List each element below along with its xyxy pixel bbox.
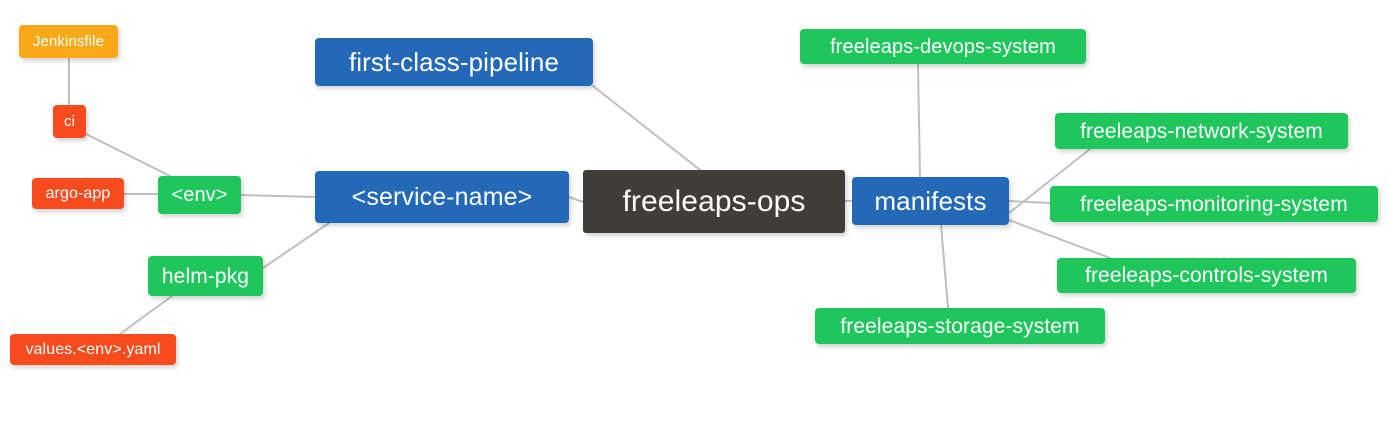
node-argo-app[interactable]: argo-app [32,178,124,209]
node-env[interactable]: <env> [158,176,241,214]
node-label: ci [63,113,76,130]
node-first-class-pipeline[interactable]: first-class-pipeline [315,38,593,86]
edge-manifests-to-freeleaps-monitoring-system [1008,200,1051,204]
node-freeleaps-network-system[interactable]: freeleaps-network-system [1055,113,1348,149]
node-freeleaps-monitoring-system[interactable]: freeleaps-monitoring-system [1050,186,1378,222]
edge-service-name-to-env [240,194,316,198]
node-freeleaps-devops-system[interactable]: freeleaps-devops-system [800,29,1086,64]
edge-manifests-to-freeleaps-storage-system [940,224,949,309]
node-label: freeleaps-monitoring-system [1080,192,1348,216]
edge-root-to-first-class-pipeline [592,85,701,171]
node-freeleaps-controls-system[interactable]: freeleaps-controls-system [1057,258,1356,293]
node-ci[interactable]: ci [53,105,86,138]
node-jenkinsfile[interactable]: Jenkinsfile [19,25,118,58]
node-label: helm-pkg [161,264,250,288]
node-label: freeleaps-network-system [1080,119,1323,143]
node-helm-pkg[interactable]: helm-pkg [148,256,263,296]
edge-helm-pkg-to-values-env-yaml [119,295,173,335]
node-label: freeleaps-ops [622,184,806,218]
node-label: freeleaps-controls-system [1085,264,1328,287]
node-freeleaps-storage-system[interactable]: freeleaps-storage-system [815,308,1105,344]
node-label: first-class-pipeline [348,47,560,77]
node-label: freeleaps-devops-system [830,35,1056,58]
edge-root-to-service-name [568,196,584,203]
node-label: argo-app [45,184,111,202]
edge-service-name-to-helm-pkg [262,222,330,269]
node-label: values.<env>.yaml [25,340,161,358]
node-label: <env> [171,184,228,206]
node-root[interactable]: freeleaps-ops [583,170,845,233]
node-service-name[interactable]: <service-name> [315,171,569,223]
edge-manifests-to-freeleaps-devops-system [917,63,921,178]
node-label: <service-name> [351,182,533,211]
node-values-env-yaml[interactable]: values.<env>.yaml [10,334,176,365]
node-label: freeleaps-storage-system [840,314,1080,338]
edge-manifests-to-freeleaps-controls-system [1008,219,1111,259]
edge-env-to-ci [85,133,171,177]
node-label: manifests [874,186,987,216]
node-label: Jenkinsfile [32,33,105,50]
node-manifests[interactable]: manifests [852,177,1009,225]
